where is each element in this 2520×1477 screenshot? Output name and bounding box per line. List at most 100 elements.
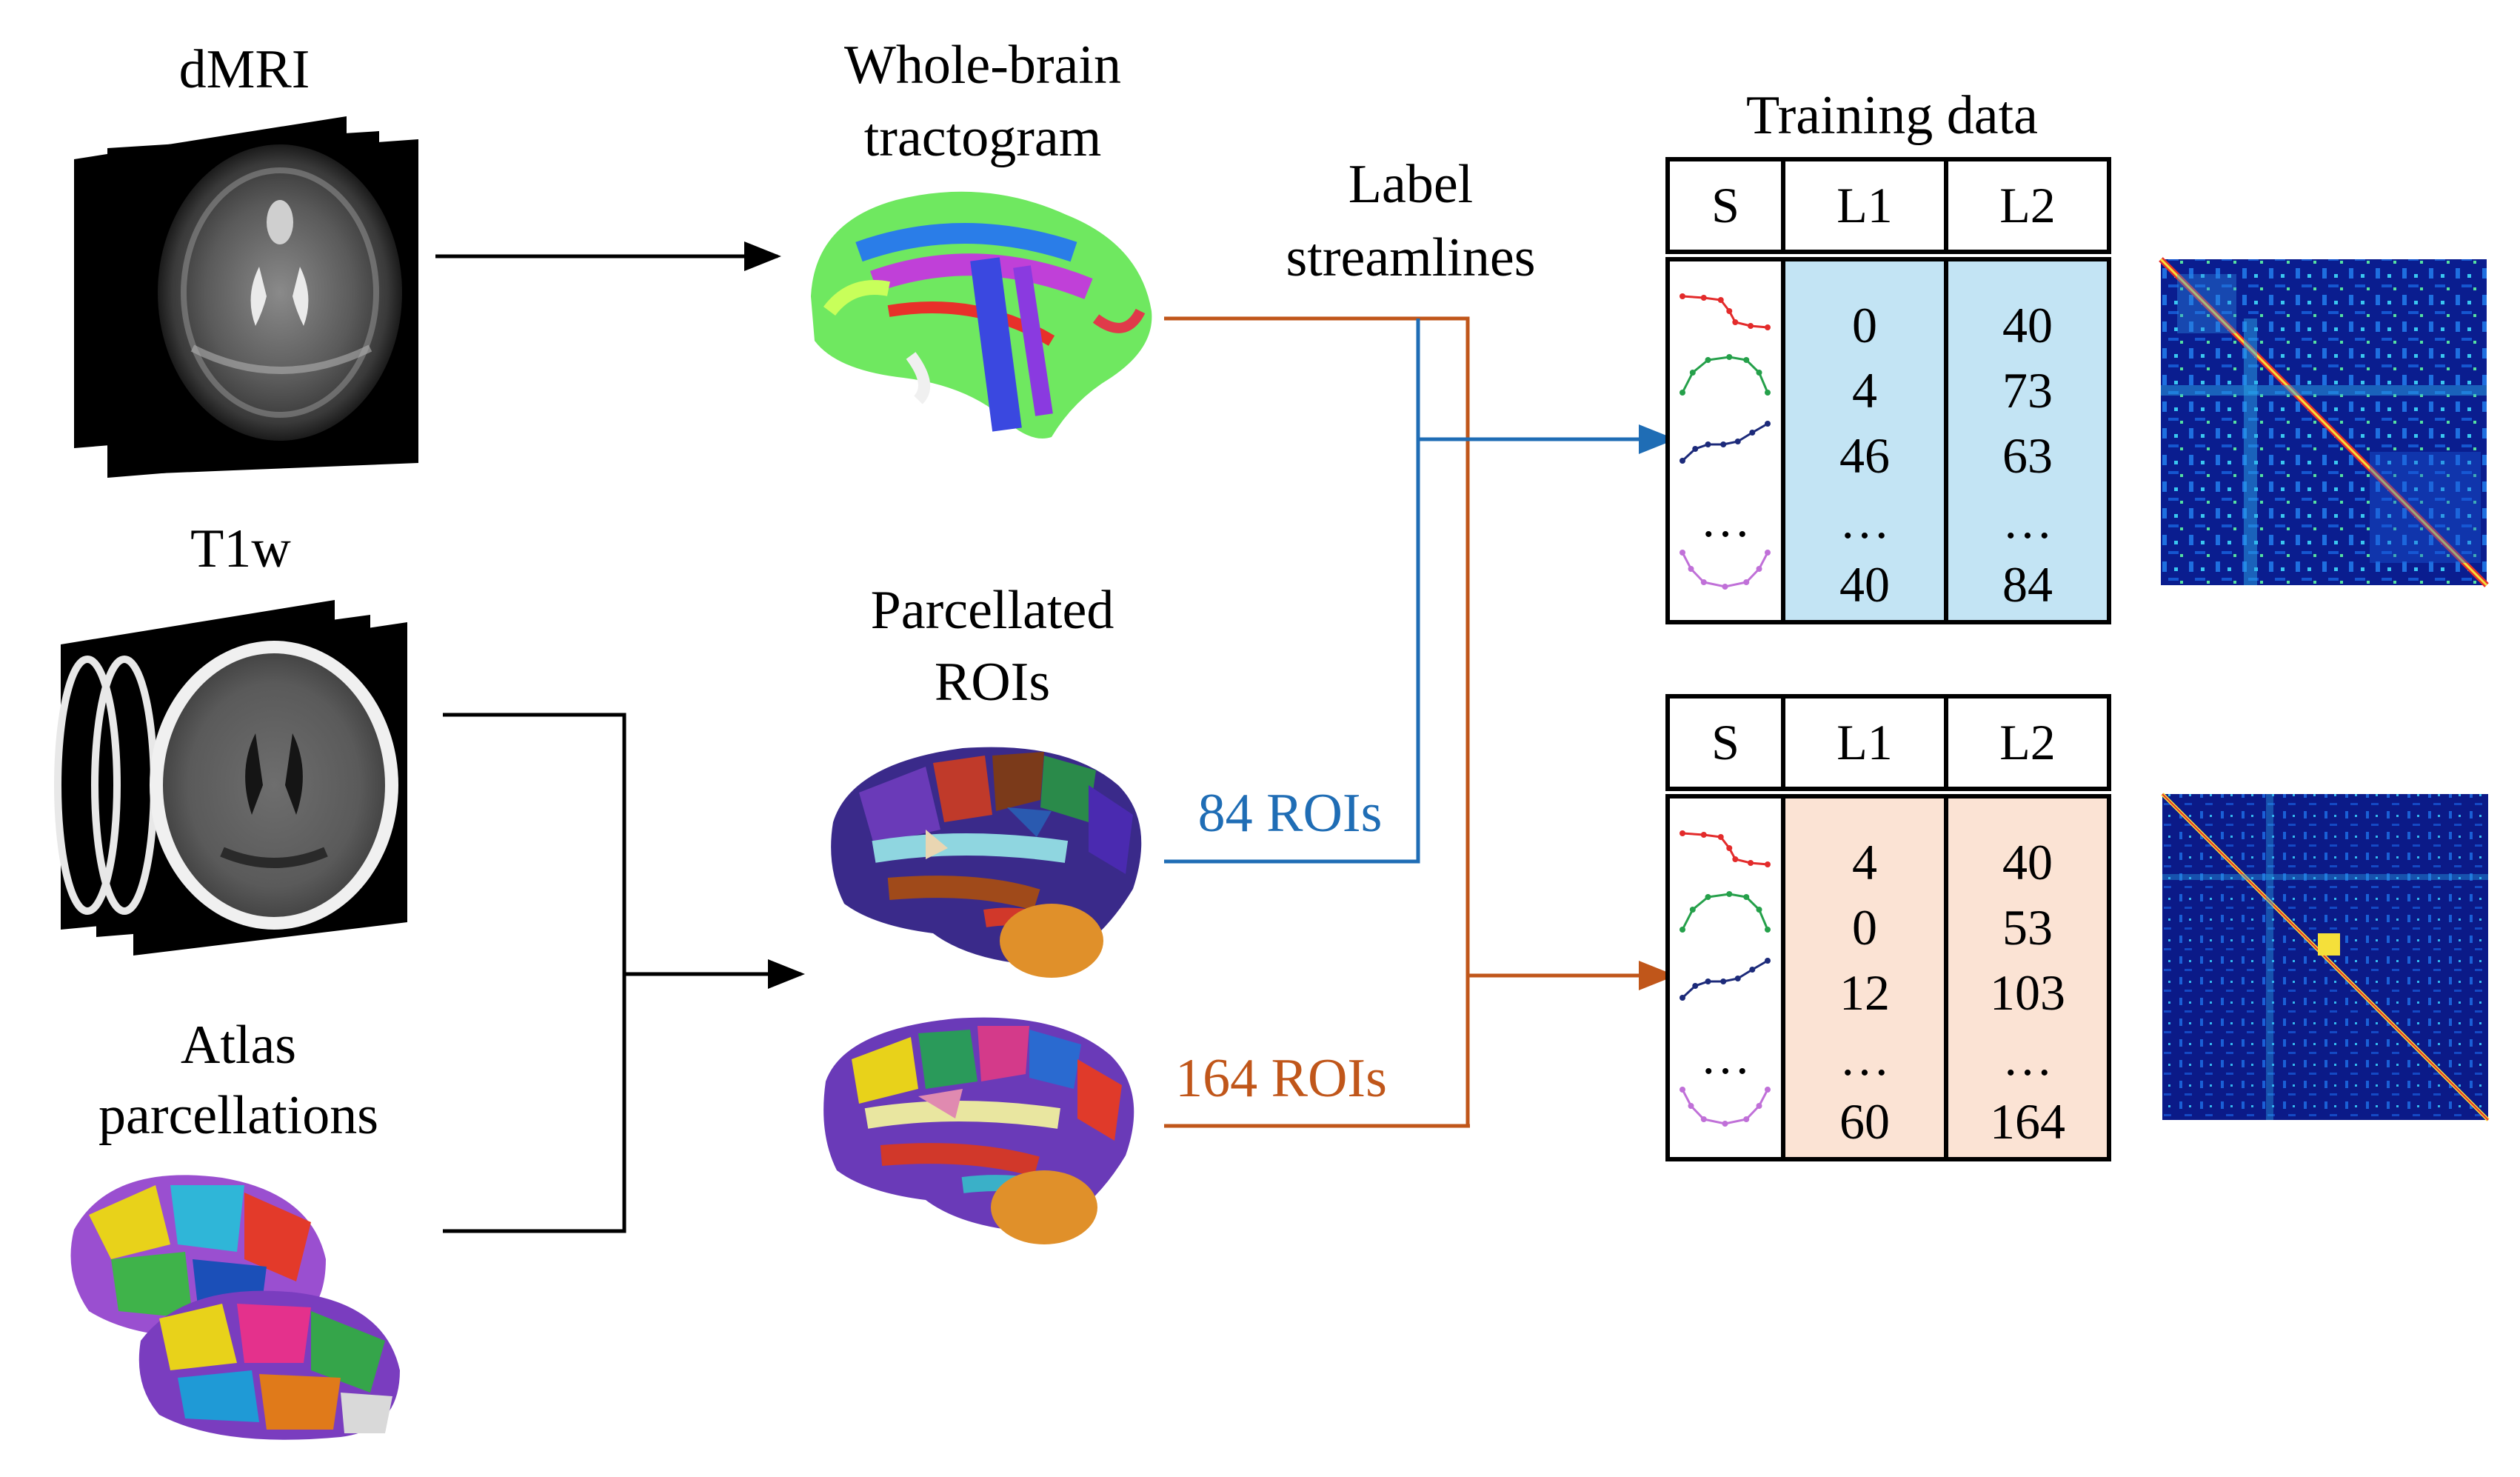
- streamline-point: [1732, 319, 1739, 325]
- atlas-label-line2: parcellations: [98, 1085, 378, 1146]
- streamline-point: [1734, 976, 1741, 981]
- label-streamlines-line2: streamlines: [1286, 227, 1535, 288]
- streamline-point: [1756, 566, 1762, 572]
- streamline-point: [1756, 907, 1762, 913]
- streamline-point: [1680, 1087, 1685, 1093]
- streamline-point: [1700, 1116, 1707, 1122]
- table-cell-l1: …: [1839, 1030, 1890, 1086]
- connectivity-matrix-84-image: [2159, 257, 2489, 587]
- table-cell-l2: 73: [2002, 362, 2053, 419]
- streamline-point: [1692, 983, 1699, 989]
- table-cell-l2: 164: [1990, 1093, 2065, 1150]
- streamline-point: [1743, 357, 1750, 363]
- table-cell-s: …: [1700, 1028, 1751, 1084]
- streamline-point: [1765, 324, 1771, 330]
- parcellated-brain-164-image: [823, 1017, 1134, 1244]
- table-cell-l1: 40: [1839, 556, 1890, 613]
- atlas-surface-image: [70, 1175, 400, 1440]
- table-header-box: [1665, 157, 2111, 254]
- streamline-point: [1680, 927, 1685, 933]
- streamline-point: [1765, 550, 1771, 556]
- table-cell-l2: 84: [2002, 556, 2053, 613]
- table-cell-l2: 103: [1990, 964, 2065, 1021]
- streamline-point: [1680, 830, 1685, 836]
- tractogram-label-line1: Whole-brain: [844, 35, 1121, 96]
- tractogram-label-line2: tractogram: [864, 107, 1102, 168]
- table-cell-s: …: [1700, 491, 1751, 547]
- streamline-point: [1705, 894, 1711, 900]
- streamline-point: [1749, 430, 1756, 436]
- streamline-point: [1720, 978, 1727, 984]
- streamline-column-bg: [1668, 796, 1783, 1159]
- roi84-label: 84 ROIs: [1198, 783, 1383, 844]
- tractogram-image: [811, 191, 1152, 439]
- table-cell-l1: 4: [1852, 834, 1877, 890]
- t1w-image-stack: [54, 600, 407, 956]
- table-header-cell: L1: [1836, 177, 1893, 233]
- streamline-point: [1680, 458, 1685, 464]
- table-cell-l2: 40: [2002, 834, 2053, 890]
- streamline-point: [1705, 357, 1711, 363]
- label-streamlines-line1: Label: [1348, 154, 1473, 215]
- streamline-point: [1734, 439, 1741, 444]
- roi164-label: 164 ROIs: [1175, 1048, 1387, 1109]
- training-data-title: Training data: [1746, 85, 2038, 146]
- table-header-cell: S: [1711, 714, 1739, 770]
- streamline-point: [1743, 894, 1750, 900]
- streamline-point: [1680, 550, 1685, 556]
- table-header-cell: L1: [1836, 714, 1893, 770]
- streamline-point: [1748, 323, 1754, 329]
- streamline-point: [1756, 370, 1762, 376]
- streamline-point: [1717, 297, 1724, 303]
- streamline-point: [1700, 832, 1707, 838]
- streamline-point: [1765, 861, 1771, 867]
- t1w-label: T1w: [190, 519, 291, 579]
- streamline-point: [1700, 295, 1707, 301]
- streamline-point: [1749, 967, 1756, 973]
- streamline-point: [1765, 927, 1771, 933]
- streamline-point: [1765, 958, 1771, 964]
- dmri-image-stack: [74, 116, 418, 478]
- streamline-point: [1720, 441, 1727, 447]
- streamline-point: [1726, 308, 1733, 314]
- streamline-point: [1748, 860, 1754, 866]
- streamline-point: [1692, 446, 1699, 452]
- streamline-point: [1700, 579, 1707, 585]
- streamline-point: [1765, 390, 1771, 396]
- table-body-box: [1665, 257, 2111, 624]
- streamline-point: [1726, 845, 1733, 851]
- tractogram-orange-connector: [1164, 316, 1470, 1128]
- parcellated-label-line2: ROIs: [935, 652, 1050, 713]
- parcellated-label-line1: Parcellated: [871, 580, 1114, 641]
- streamline-point: [1689, 907, 1696, 913]
- streamline-point: [1726, 354, 1733, 360]
- table-cell-l1: 60: [1839, 1093, 1890, 1150]
- streamline-point: [1765, 421, 1771, 427]
- dmri-label: dMRI: [179, 39, 310, 100]
- table-cell-l2: 63: [2002, 427, 2053, 484]
- t1w-atlas-bracket: [443, 713, 626, 1233]
- streamline-point: [1688, 1103, 1694, 1109]
- streamline-point: [1722, 584, 1728, 590]
- table-cell-l1: 4: [1852, 362, 1877, 419]
- table-cell-l1: 0: [1852, 899, 1877, 956]
- table-header-cell: L2: [1999, 177, 2056, 233]
- connectivity-matrix-164-image: [2161, 793, 2490, 1121]
- parcellated-brain-84-image: [831, 747, 1142, 978]
- streamline-point: [1680, 995, 1685, 1001]
- streamline-point: [1732, 856, 1739, 862]
- table-cell-l2: 53: [2002, 899, 2053, 956]
- table-body-box: [1665, 794, 2111, 1161]
- table-header-box: [1665, 694, 2111, 791]
- streamline-point: [1726, 891, 1733, 897]
- streamline-point: [1705, 978, 1711, 984]
- atlas-label-line1: Atlas: [181, 1015, 296, 1076]
- table-cell-l2: 40: [2002, 297, 2053, 353]
- streamline-point: [1765, 1087, 1771, 1093]
- streamline-point: [1743, 1116, 1750, 1122]
- streamline-point: [1722, 1121, 1728, 1127]
- streamline-point: [1743, 579, 1750, 585]
